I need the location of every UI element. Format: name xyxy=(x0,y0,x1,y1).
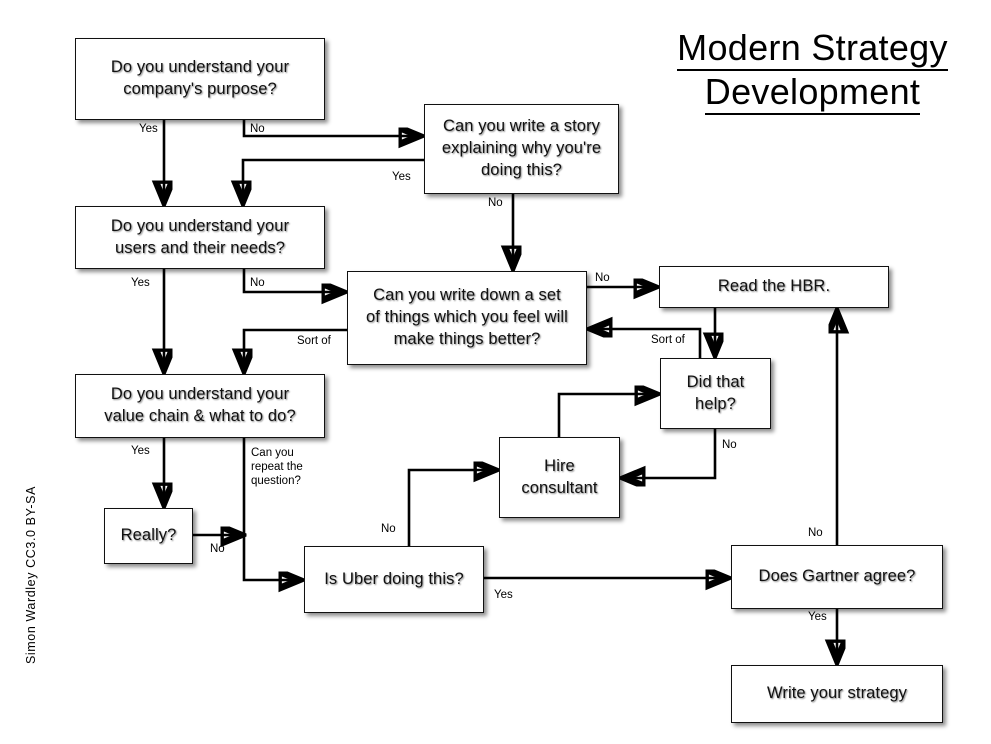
edge-label-valuechain-yes: Yes xyxy=(131,445,150,457)
credit-attribution: Simon Wardley CC3.0 BY-SA xyxy=(24,485,38,665)
node-does-gartner-agree[interactable]: Does Gartner agree? xyxy=(731,545,943,609)
edge-uber-no xyxy=(407,470,493,546)
edge-label-setofthings-sort: Sort of xyxy=(297,335,331,347)
node-really[interactable]: Really? xyxy=(104,508,193,564)
node-set-of-things[interactable]: Can you write down a set of things which… xyxy=(347,271,587,365)
node-set-of-things-label: Can you write down a set of things which… xyxy=(366,286,568,348)
edge-label-gartner-yes: Yes xyxy=(808,611,827,623)
edge-purpose-no xyxy=(242,120,418,136)
node-did-that-help[interactable]: Did that help? xyxy=(660,358,771,429)
node-story-label: Can you write a story explaining why you… xyxy=(441,117,602,179)
edge-label-story-no: No xyxy=(488,197,503,209)
node-hire-consultant-label: Hire consultant xyxy=(521,456,598,497)
edge-label-really-no: No xyxy=(210,543,225,555)
node-does-gartner-agree-label: Does Gartner agree? xyxy=(758,567,916,586)
node-is-uber-doing-this[interactable]: Is Uber doing this? xyxy=(304,546,484,613)
edge-users-no xyxy=(242,269,341,292)
edge-label-didhelp-no: No xyxy=(722,439,737,451)
edge-didhelp-no xyxy=(626,429,717,478)
node-story[interactable]: Can you write a story explaining why you… xyxy=(424,104,619,194)
edge-story-yes xyxy=(243,158,424,200)
edge-valuechain-uber xyxy=(242,438,298,580)
edge-label-purpose-yes: Yes xyxy=(139,123,158,135)
node-users-label: Do you understand your users and their n… xyxy=(110,216,290,257)
edge-label-users-no: No xyxy=(250,277,265,289)
node-purpose[interactable]: Do you understand your company's purpose… xyxy=(75,38,325,120)
edge-label-story-yes: Yes xyxy=(392,171,411,183)
edge-label-uber-yes: Yes xyxy=(494,589,513,601)
edge-label-uber-no: No xyxy=(381,523,396,535)
node-did-that-help-label: Did that help? xyxy=(686,372,745,413)
page-title-line2: Development xyxy=(640,70,985,115)
edge-hire-didhelp xyxy=(557,394,654,437)
node-really-label: Really? xyxy=(120,526,177,545)
node-write-your-strategy-label: Write your strategy xyxy=(766,684,908,703)
node-hire-consultant[interactable]: Hire consultant xyxy=(499,437,620,518)
edge-didhelp-sort xyxy=(593,329,702,358)
edge-setofthings-sort xyxy=(244,328,347,368)
node-users[interactable]: Do you understand your users and their n… xyxy=(75,206,325,269)
page-title-line1: Modern Strategy xyxy=(640,26,985,71)
node-value-chain[interactable]: Do you understand your value chain & wha… xyxy=(75,374,325,438)
node-is-uber-doing-this-label: Is Uber doing this? xyxy=(324,569,464,588)
node-purpose-label: Do you understand your company's purpose… xyxy=(110,58,290,98)
edge-label-setofthings-no: No xyxy=(595,272,610,284)
edge-label-didhelp-sort: Sort of xyxy=(651,334,685,346)
edge-label-users-yes: Yes xyxy=(131,277,150,289)
node-value-chain-label: Do you understand your value chain & wha… xyxy=(104,385,296,425)
edge-label-repeat-question: Can you repeat the question? xyxy=(251,447,303,488)
node-read-hbr-label: Read the HBR. xyxy=(717,277,831,296)
node-write-your-strategy[interactable]: Write your strategy xyxy=(731,665,943,723)
node-read-hbr[interactable]: Read the HBR. xyxy=(659,266,889,308)
edge-label-purpose-no: No xyxy=(250,123,265,135)
edge-label-gartner-no: No xyxy=(808,527,823,539)
page-title: Modern Strategy Development xyxy=(640,26,985,115)
